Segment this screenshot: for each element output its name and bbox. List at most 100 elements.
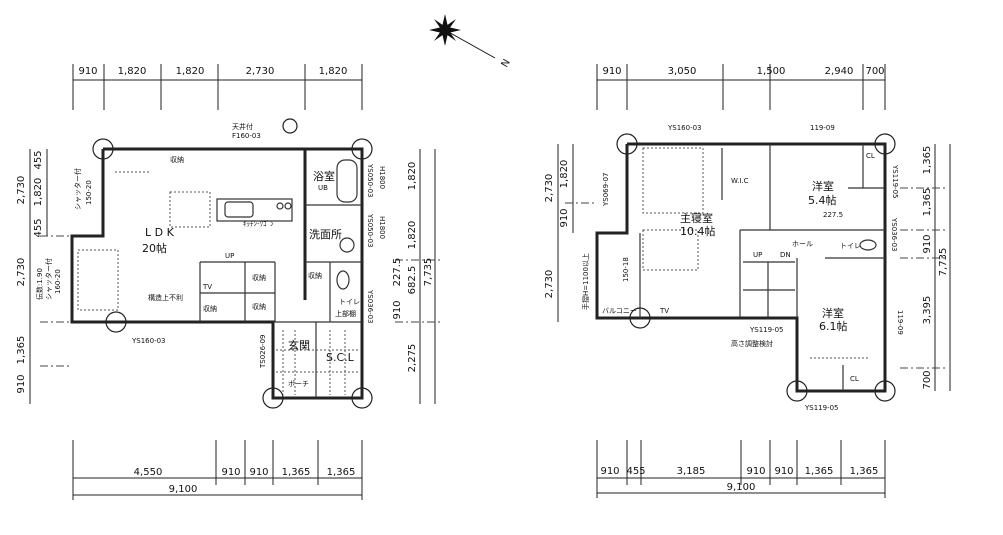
storage-label: 収納 xyxy=(170,155,184,164)
tv-label: TV xyxy=(202,283,212,291)
room-ldk-label: L D K xyxy=(145,226,175,239)
dim-bottom: 455 xyxy=(626,466,645,477)
window-code: TS026-09 xyxy=(259,334,267,369)
toilet-label: トイレ xyxy=(840,242,861,250)
dim-right: 1,820 xyxy=(407,221,418,250)
window-code: YS050-03 xyxy=(366,213,374,248)
dim-left: 910 xyxy=(559,208,570,227)
ceiling-note: 天井付 xyxy=(232,122,253,131)
dim-right: 1,820 xyxy=(407,162,418,191)
floor1-plan: 910 1,820 1,820 2,730 1,820 4,550 910 91… xyxy=(16,64,440,500)
shutter-code: 150-20 xyxy=(85,180,93,205)
stair-down-label: DN xyxy=(780,251,791,259)
dim-right: 910 xyxy=(392,300,403,319)
room-washroom-label: 洗面所 xyxy=(309,228,342,241)
room-master-label: 主寝室 xyxy=(680,211,713,225)
structure-note: 構造上不利 xyxy=(148,293,183,302)
room-master-size: 10.4帖 xyxy=(680,225,716,238)
room-toilet-label: トイレ xyxy=(339,298,360,306)
small-dim-label: 227.5 xyxy=(823,211,843,219)
dim-right: 1,365 xyxy=(922,146,933,175)
dim-bottom: 910 xyxy=(249,467,268,478)
room-bath-ub: UB xyxy=(318,184,328,192)
dim-left: 1,365 xyxy=(16,336,27,365)
shutter-note: シャッター付 xyxy=(44,258,53,300)
window-code: YS050-03 xyxy=(366,163,374,198)
storage-label: 収納 xyxy=(203,304,217,313)
dim-left: 455 xyxy=(33,218,44,237)
dim-top: 2,730 xyxy=(246,66,275,77)
dim-bottom: 910 xyxy=(600,466,619,477)
storage-label: 収納 xyxy=(252,302,266,311)
window-code: YS036-03 xyxy=(366,289,374,324)
dim-bottom: 910 xyxy=(746,466,765,477)
window-code: YS160-03 xyxy=(667,124,702,132)
dim-top: 910 xyxy=(602,66,621,77)
dim-right: 1,365 xyxy=(922,188,933,217)
dim-bottom: 1,365 xyxy=(805,466,834,477)
room-bath-label: 浴室 xyxy=(313,169,335,183)
dim-left: 2,730 xyxy=(16,258,27,287)
dim-right: 2,275 xyxy=(407,344,418,373)
dim-left: 2,730 xyxy=(544,270,555,299)
window-code: H1800 xyxy=(378,166,386,189)
shutter-note: シャッター付 xyxy=(73,168,82,210)
dim-right: 227.5 xyxy=(392,258,403,287)
room-wic-label: W.I.C xyxy=(731,177,749,185)
storage-label: 収納 xyxy=(308,271,322,280)
window-code: H1800 xyxy=(378,216,386,239)
dim-left: 2,730 xyxy=(544,174,555,203)
dim-right: 700 xyxy=(922,370,933,389)
dim-right: 3,395 xyxy=(922,296,933,325)
shutter-code: 160-20 xyxy=(54,269,62,294)
dim-left: 1,820 xyxy=(33,178,44,207)
window-code: YS160-03 xyxy=(131,337,166,345)
room-ldk-size: 20帖 xyxy=(142,242,167,255)
room-entrance-label: 玄関 xyxy=(288,338,310,352)
ceiling-code: F160-03 xyxy=(232,132,261,140)
upper-shelf-label: 上部棚 xyxy=(335,309,356,318)
dim-top: 1,500 xyxy=(757,66,786,77)
dim-bottom: 1,365 xyxy=(327,467,356,478)
window-code: YS119-05 xyxy=(749,326,784,334)
room-western2-label: 洋室 xyxy=(822,306,844,320)
dim-bottom: 3,185 xyxy=(677,466,706,477)
room-scl-label: S.C.L xyxy=(326,351,355,364)
dim-left: 1,820 xyxy=(559,160,570,189)
dim-top: 910 xyxy=(78,66,97,77)
dim-top: 1,820 xyxy=(118,66,147,77)
tv-label: TV xyxy=(659,307,669,315)
height-adjust-note: 高さ調整検討 xyxy=(731,339,773,348)
window-code: YS036-03 xyxy=(890,217,898,252)
window-code: 150-18 xyxy=(622,257,630,282)
dim-bottom: 1,365 xyxy=(850,466,879,477)
dim-bottom-total: 9,100 xyxy=(169,484,198,495)
balcony-label: バルコニー xyxy=(602,307,637,315)
dim-right: 910 xyxy=(922,234,933,253)
dim-left: 2,730 xyxy=(16,176,27,205)
stair-up-label: UP xyxy=(225,252,234,260)
hall-label: ホール xyxy=(792,240,813,248)
closet-label: CL xyxy=(866,152,875,160)
dim-left: 455 xyxy=(33,150,44,169)
dim-bottom-total: 9,100 xyxy=(727,482,756,493)
dim-top: 1,820 xyxy=(319,66,348,77)
shutter-note: 伝数:1.90 xyxy=(35,268,44,300)
compass-icon xyxy=(429,14,496,59)
window-code: YS069-07 xyxy=(602,172,610,207)
room-western1-size: 5.4帖 xyxy=(808,194,837,207)
stair-up-label: UP xyxy=(753,251,762,259)
room-western1-label: 洋室 xyxy=(812,179,834,193)
porch-label: ポーチ xyxy=(288,380,309,388)
window-code: YS119-05 xyxy=(804,404,839,412)
dim-bottom: 1,365 xyxy=(282,467,311,478)
window-code: 119-09 xyxy=(896,310,904,335)
dim-bottom: 910 xyxy=(221,467,240,478)
handrail-note: 手摺H=1100以上 xyxy=(581,253,590,310)
floor2-plan: 910 3,050 1,500 2,940 700 910 455 3,185 … xyxy=(544,64,951,498)
dim-right-total: 7,735 xyxy=(423,258,434,287)
dim-bottom: 4,550 xyxy=(134,467,163,478)
window-code: 119-09 xyxy=(810,124,835,132)
room-western2-size: 6.1帖 xyxy=(819,320,848,333)
